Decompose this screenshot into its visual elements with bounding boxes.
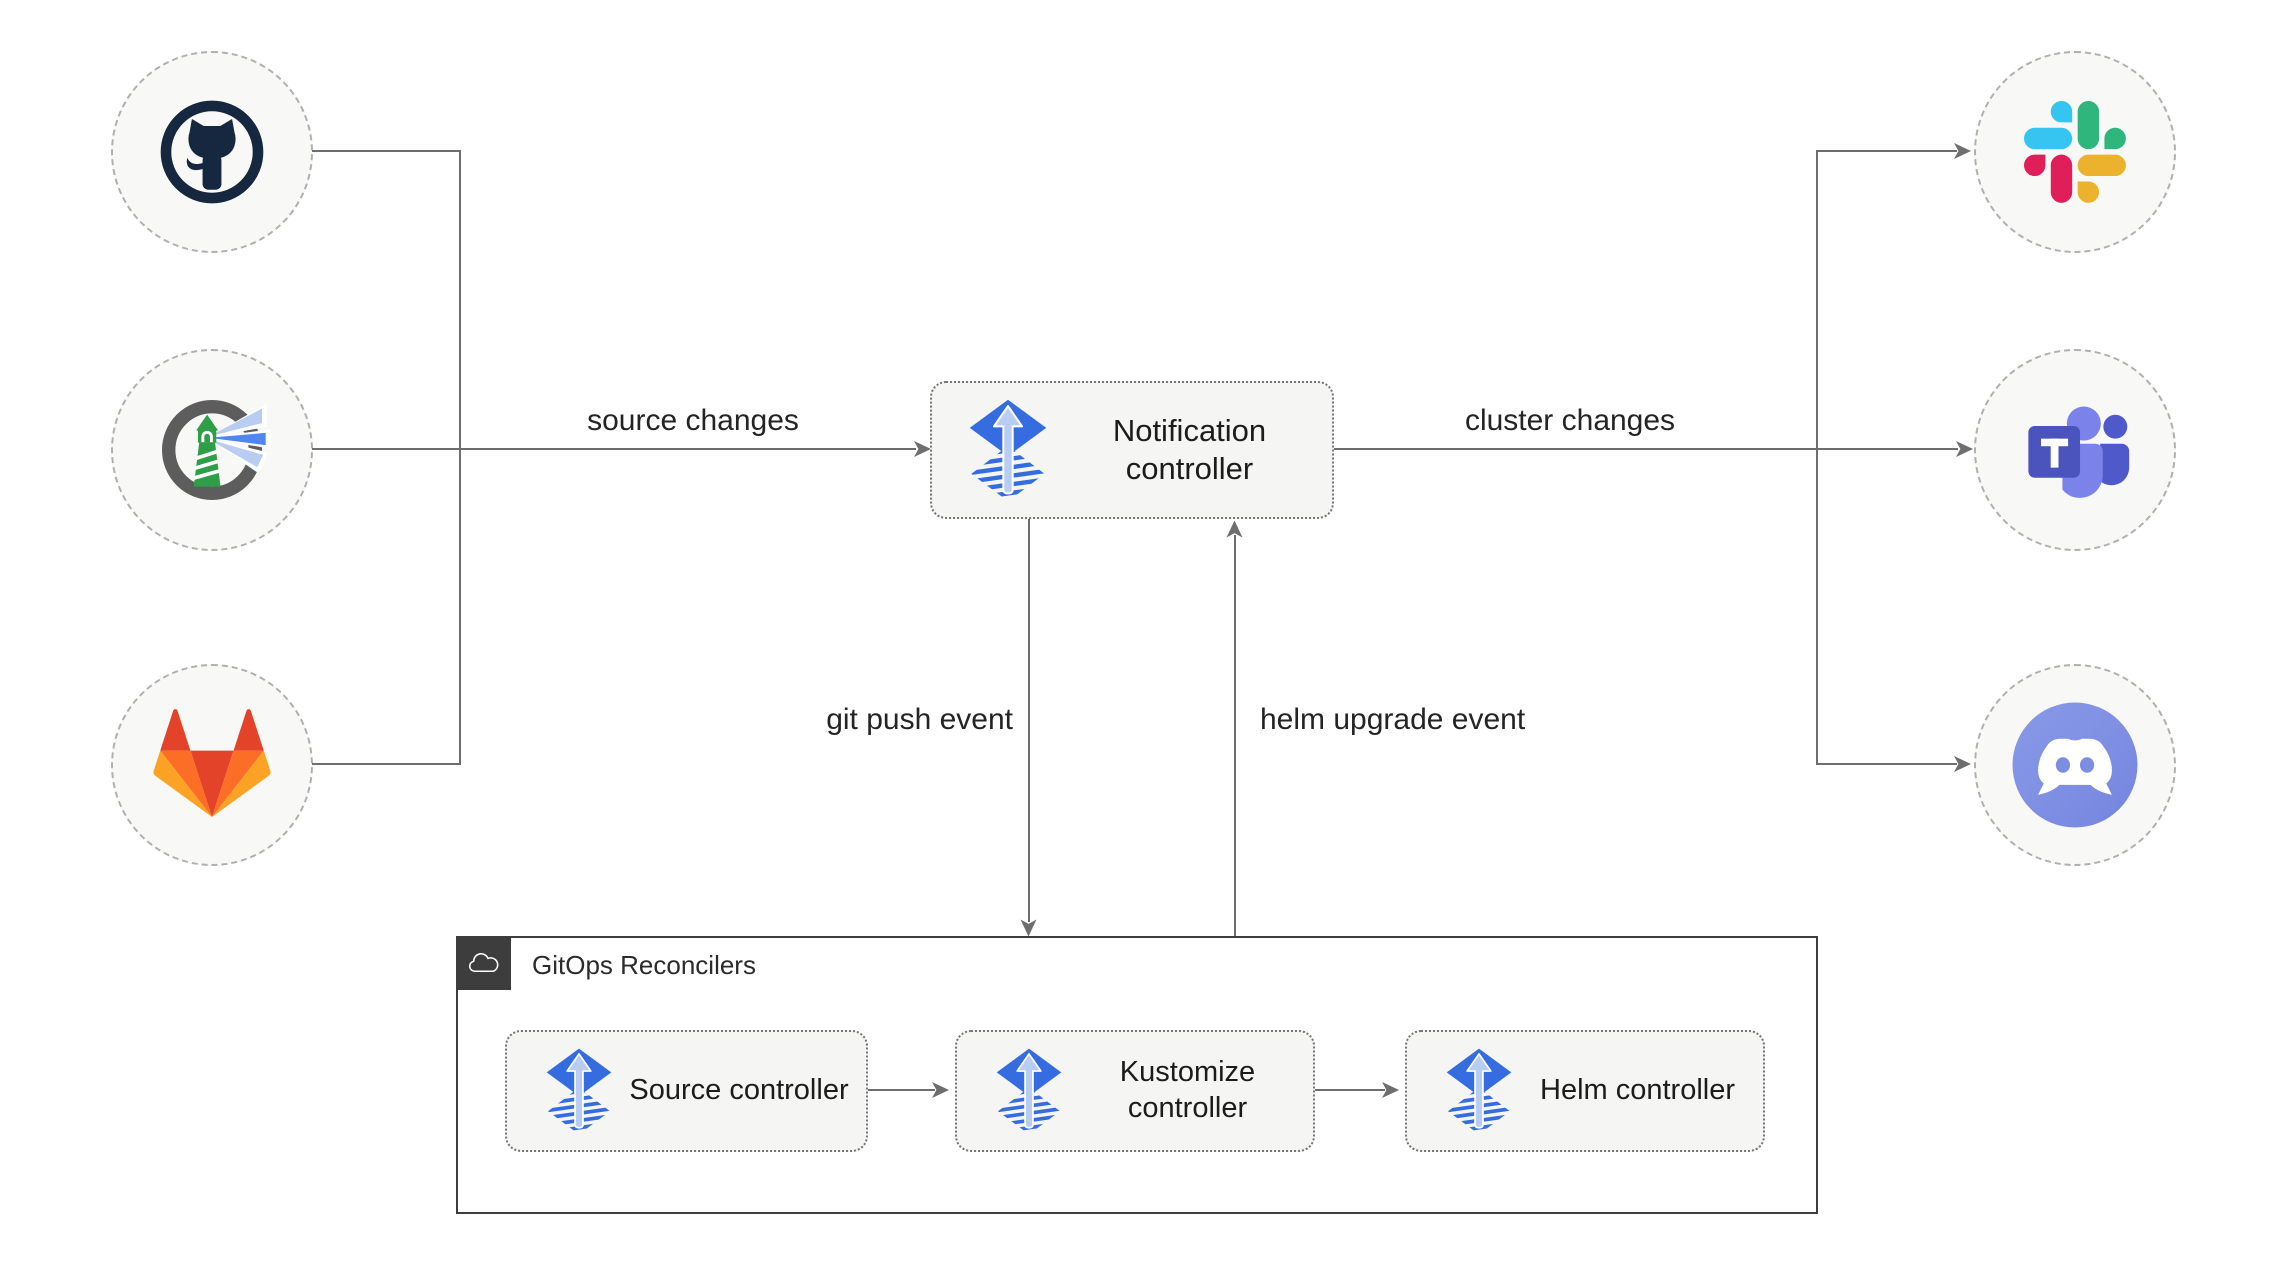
- connector-helm-upgrade-event: [1234, 535, 1236, 936]
- source-github: [111, 51, 313, 253]
- flux-icon: [996, 1048, 1062, 1135]
- helm-controller-label: Helm controller: [1540, 1074, 1735, 1107]
- gitlab-icon: [153, 709, 271, 822]
- connector-right-bus: [1816, 150, 1818, 765]
- connector-bus-to-slack: [1817, 150, 1957, 152]
- edge-label-helm-upgrade-event: helm upgrade event: [1260, 703, 1526, 736]
- node-notification-controller: Notification controller: [930, 381, 1334, 519]
- connector-gitlab-to-bus: [312, 763, 460, 765]
- notification-controller-label: Notification controller: [1112, 412, 1267, 486]
- connector-source-to-kustomize: [868, 1089, 935, 1091]
- gitops-reconcilers-label: GitOps Reconcilers: [532, 950, 756, 980]
- target-teams: [1974, 349, 2176, 551]
- connector-cluster-changes: [1334, 448, 1958, 450]
- slack-icon: [2024, 101, 2126, 203]
- harbor-icon: [151, 389, 273, 511]
- teams-icon: [2012, 387, 2138, 513]
- connector-git-push-event: [1028, 519, 1030, 922]
- node-helm-controller: Helm controller: [1405, 1030, 1765, 1152]
- edge-label-source-changes: source changes: [587, 404, 799, 437]
- edge-label-cluster-changes: cluster changes: [1464, 404, 1676, 437]
- flux-icon: [546, 1048, 612, 1135]
- connector-github-to-bus: [312, 150, 460, 152]
- connector-source-changes: [312, 448, 916, 450]
- connector-kustomize-to-helm: [1315, 1089, 1385, 1091]
- source-gitlab: [111, 664, 313, 866]
- flux-icon: [969, 399, 1047, 502]
- group-gitops-reconcilers: [456, 936, 1818, 1214]
- arrowhead-into-teams: [1956, 441, 1973, 457]
- github-icon: [153, 93, 271, 211]
- arrowhead-into-reconcilers: [1021, 920, 1037, 937]
- arrowhead-into-notification-left: [914, 441, 931, 457]
- source-harbor: [111, 349, 313, 551]
- connector-left-bus: [459, 150, 461, 765]
- flux-icon: [1446, 1048, 1512, 1135]
- node-source-controller: Source controller: [505, 1030, 868, 1152]
- discord-icon: [2004, 694, 2146, 836]
- edge-label-git-push-event: git push event: [826, 703, 1013, 736]
- cloud-icon: [465, 950, 503, 977]
- gitops-reconcilers-badge: [456, 936, 511, 990]
- target-discord: [1974, 664, 2176, 866]
- connector-bus-to-discord: [1817, 763, 1957, 765]
- source-controller-label: Source controller: [629, 1074, 849, 1107]
- node-kustomize-controller: Kustomize controller: [955, 1030, 1315, 1152]
- kustomize-controller-label: Kustomize controller: [1119, 1056, 1256, 1124]
- target-slack: [1974, 51, 2176, 253]
